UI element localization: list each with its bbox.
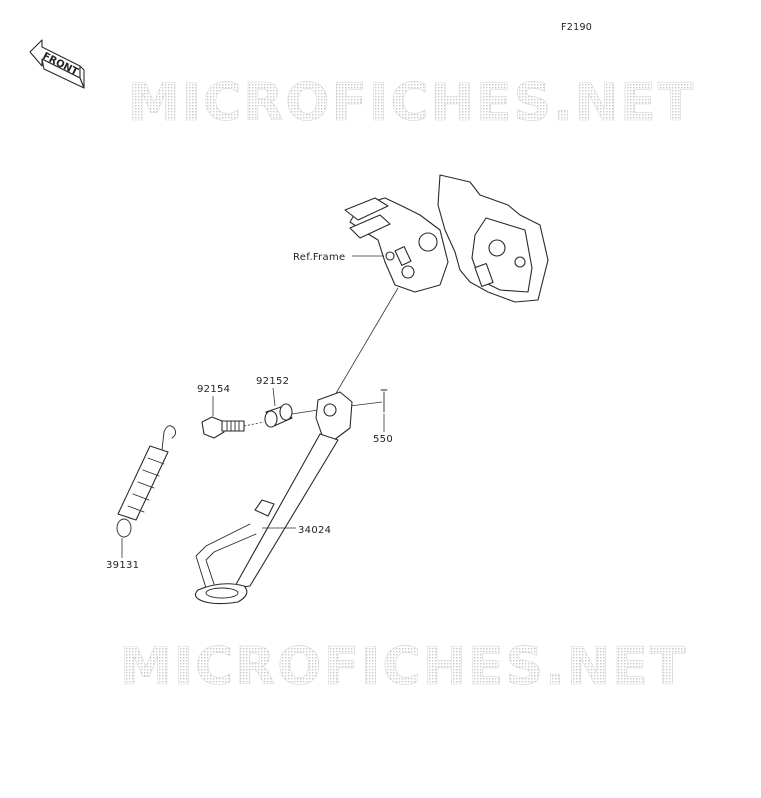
pin-icon bbox=[380, 389, 388, 413]
leader-collar bbox=[272, 387, 276, 407]
front-arrow-icon: FRONT bbox=[29, 39, 85, 89]
align-line-1 bbox=[243, 421, 265, 427]
diagram-code: F2190 bbox=[561, 22, 592, 33]
watermark-bottom: MICROFICHES.NET bbox=[120, 637, 687, 697]
watermark-top: MICROFICHES.NET bbox=[128, 73, 695, 133]
leader-pin-align bbox=[349, 401, 383, 407]
frame-bracket bbox=[344, 174, 549, 303]
label-stand: 34024 bbox=[298, 525, 331, 536]
spring-icon bbox=[116, 425, 177, 538]
leader-frame-to-stand bbox=[331, 287, 399, 401]
label-collar: 92152 bbox=[256, 376, 289, 387]
label-ref-frame: Ref.Frame bbox=[293, 252, 345, 263]
side-stand bbox=[194, 391, 353, 605]
collar-icon bbox=[264, 403, 293, 428]
label-spring: 39131 bbox=[106, 560, 139, 571]
label-pin: 550 bbox=[373, 434, 393, 445]
align-line-2 bbox=[291, 409, 319, 415]
bolt-icon bbox=[201, 416, 245, 439]
label-bolt: 92154 bbox=[197, 384, 230, 395]
